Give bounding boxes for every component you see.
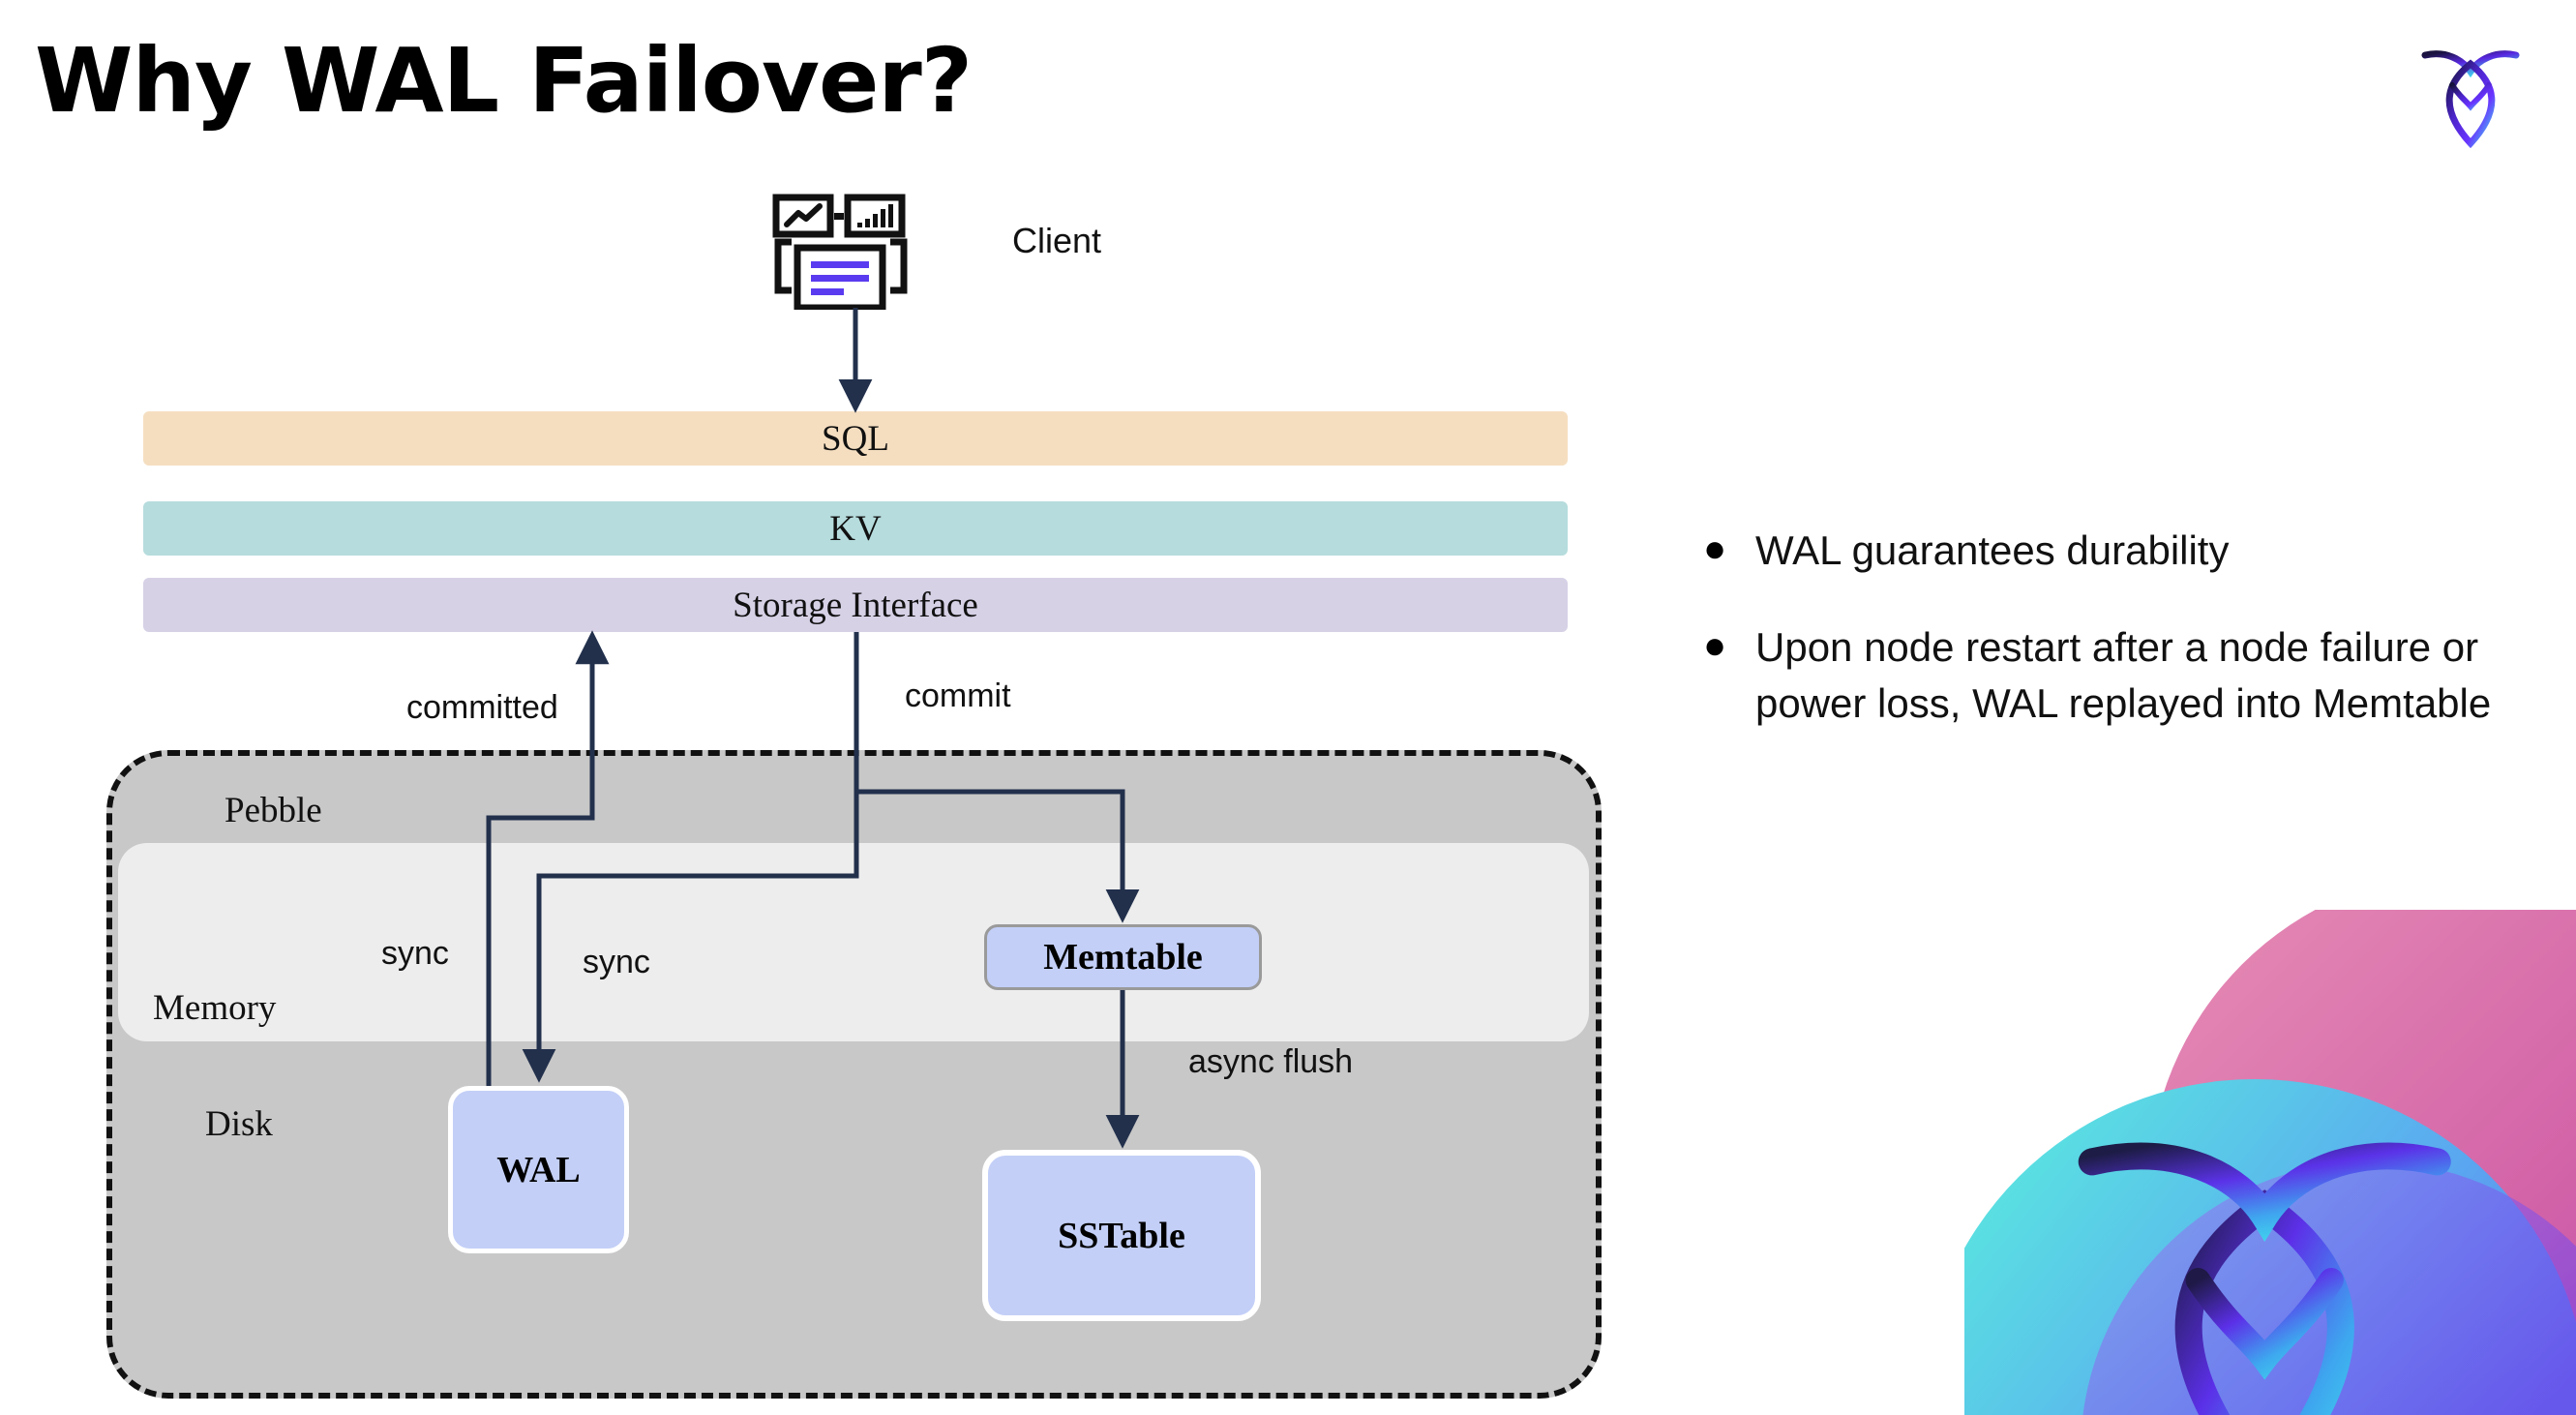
pebble-label: Pebble [225, 791, 322, 830]
layer-label-storage: Storage Interface [733, 585, 978, 625]
layer-label-kv: KV [829, 508, 882, 549]
memory-region [118, 843, 1589, 1041]
layer-bar-kv: KV [143, 501, 1568, 556]
edge-label-commit: commit [905, 677, 1011, 714]
node-label-memtable: Memtable [1043, 937, 1203, 978]
layer-label-sql: SQL [822, 418, 889, 459]
decorative-circles-graphic [1964, 910, 2576, 1415]
page-title: Why WAL Failover? [35, 29, 973, 133]
node-label-sstable: SSTable [1058, 1215, 1185, 1256]
list-item: ● WAL guarantees durability [1703, 523, 2506, 579]
edge-label-committed: committed [406, 689, 558, 726]
bullet-text: Upon node restart after a node failure o… [1755, 623, 2492, 726]
edge-label-sync-left: sync [381, 935, 449, 972]
memory-label: Memory [153, 988, 277, 1028]
client-dashboard-icon [772, 194, 908, 310]
node-memtable: Memtable [984, 924, 1262, 990]
bullet-marker-icon: ● [1703, 527, 1727, 570]
bullet-marker-icon: ● [1703, 623, 1727, 667]
bullet-list: ● WAL guarantees durability ● Upon node … [1703, 523, 2506, 772]
layer-bar-sql: SQL [143, 411, 1568, 466]
edge-label-async-flush: async flush [1188, 1043, 1354, 1080]
node-sstable: SSTable [982, 1150, 1261, 1321]
list-item: ● Upon node restart after a node failure… [1703, 619, 2506, 732]
layer-bar-storage-interface: Storage Interface [143, 578, 1568, 632]
client-label: Client [1012, 221, 1102, 260]
node-wal: WAL [448, 1086, 629, 1253]
node-label-wal: WAL [496, 1149, 581, 1190]
cockroach-leaf-logo-icon [2421, 50, 2520, 149]
bullet-text: WAL guarantees durability [1755, 527, 2230, 573]
disk-label: Disk [205, 1104, 273, 1144]
edge-label-sync-right: sync [583, 944, 650, 980]
